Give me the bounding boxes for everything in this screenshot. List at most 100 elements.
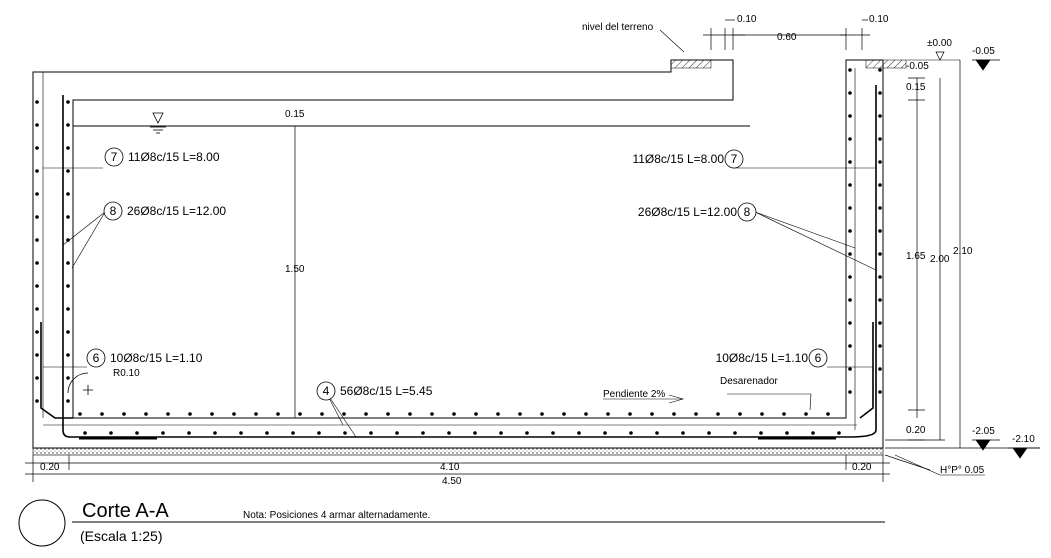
rebar-dot	[66, 169, 70, 173]
rebar-dot	[848, 114, 852, 118]
marker-8-right: 8	[744, 205, 751, 219]
rebar-dot	[408, 412, 412, 416]
rebar-dot	[35, 399, 39, 403]
rebar-dot	[878, 137, 882, 141]
rebar-dot	[369, 431, 373, 435]
rebar-dot	[122, 412, 126, 416]
dim-020: 0.20	[906, 425, 926, 436]
rebar-dot	[603, 431, 607, 435]
rebar-dot	[298, 412, 302, 416]
rebar-dot	[606, 412, 610, 416]
rebar-dot	[66, 215, 70, 219]
rebar-dot	[35, 376, 39, 380]
marker-8-left: 8	[110, 204, 117, 218]
rebar-lines	[40, 68, 877, 440]
rebar-dot	[210, 412, 214, 416]
rebar-dot	[66, 100, 70, 104]
desander-label: Desarenador	[720, 376, 778, 387]
rebar-dot	[35, 146, 39, 150]
rebar-dot	[265, 431, 269, 435]
rebar-dot	[878, 321, 882, 325]
lean-concrete-label: H°P° 0.05	[940, 465, 985, 476]
level-marker-icons	[935, 51, 1040, 459]
rebar-dot	[584, 412, 588, 416]
rebar-dot	[254, 412, 258, 416]
rebar-dot	[35, 215, 39, 219]
ground-level-label: nivel del terreno	[582, 22, 654, 33]
rebar-label-6-left: 10Ø8c/15 L=1.10	[110, 351, 203, 365]
rebar-dot	[562, 412, 566, 416]
leader-lines	[43, 29, 985, 476]
rebar-dot	[232, 412, 236, 416]
rebar-label-4: 56Ø8c/15 L=5.45	[340, 384, 433, 398]
rebar-dot	[540, 412, 544, 416]
rebar-dot	[447, 431, 451, 435]
rebar-dot	[551, 431, 555, 435]
rebar-dot	[35, 169, 39, 173]
rebar-dot	[188, 412, 192, 416]
section-note: Nota: Posiciones 4 armar alternadamente.	[243, 510, 430, 521]
rebar-dot	[577, 431, 581, 435]
rebar-dot	[848, 367, 852, 371]
rebar-dot	[239, 431, 243, 435]
rebar-dot	[826, 412, 830, 416]
rebar-dot	[474, 412, 478, 416]
rebar-dot	[364, 412, 368, 416]
rebar-dot	[785, 431, 789, 435]
rebar-dot	[694, 412, 698, 416]
rebar-dot	[386, 412, 390, 416]
rebar-label-8-left: 26Ø8c/15 L=12.00	[127, 204, 226, 218]
rebar-dot	[878, 390, 882, 394]
slope-label: Pendiente 2%	[603, 389, 665, 400]
rebar-dot	[878, 206, 882, 210]
center-mark-icon	[83, 385, 93, 395]
rebar-dot	[342, 412, 346, 416]
ground-hatch-right	[865, 59, 907, 69]
dim-top-w1: 0.10	[737, 14, 757, 25]
rebar-dot	[291, 431, 295, 435]
rebar-dot	[878, 229, 882, 233]
marker-7-right: 7	[731, 152, 738, 166]
rebar-dot	[681, 431, 685, 435]
rebar-dot	[473, 431, 477, 435]
rebar-dot	[187, 431, 191, 435]
section-scale: (Escala 1:25)	[80, 528, 162, 544]
dim-top-gap: 0.60	[777, 32, 797, 43]
rebar-dot	[707, 431, 711, 435]
rebar-dot	[628, 412, 632, 416]
rebar-dot	[35, 261, 39, 265]
rebar-dot	[35, 353, 39, 357]
rebar-dot	[213, 431, 217, 435]
rebar-dot	[759, 431, 763, 435]
rebar-dot	[496, 412, 500, 416]
rebar-dot	[66, 353, 70, 357]
level-zero: ±0.00	[927, 38, 952, 49]
rebar-dot	[320, 412, 324, 416]
section-title: Corte A-A	[82, 500, 169, 522]
rebar-dot	[66, 123, 70, 127]
dim-top-w2: 0.10	[869, 14, 889, 25]
rebar-dot	[878, 252, 882, 256]
rebar-dot	[848, 298, 852, 302]
marker-6-right: 6	[815, 351, 822, 365]
rebar-dot	[518, 412, 522, 416]
rebar-dot	[66, 399, 70, 403]
rebar-dot	[848, 160, 852, 164]
rebar-dot	[848, 137, 852, 141]
dim-water-height: 1.50	[285, 264, 305, 275]
rebar-dot	[738, 412, 742, 416]
rebar-dot	[848, 229, 852, 233]
rebar-label-6-right: 10Ø8c/15 L=1.10	[716, 351, 809, 365]
rebar-dot	[35, 238, 39, 242]
rebar-dot	[650, 412, 654, 416]
dim-165: 1.65	[906, 251, 926, 262]
rebar-dot	[66, 261, 70, 265]
rebar-label-7-left: 11Ø8c/15 L=8.00	[128, 150, 220, 164]
rebar-dot	[35, 100, 39, 104]
dimension-lines	[25, 19, 1040, 482]
rebar-dot	[35, 284, 39, 288]
rebar-dot	[166, 412, 170, 416]
rebar-dot	[655, 431, 659, 435]
rebar-label-7-right: 11Ø8c/15 L=8.00	[632, 152, 724, 166]
